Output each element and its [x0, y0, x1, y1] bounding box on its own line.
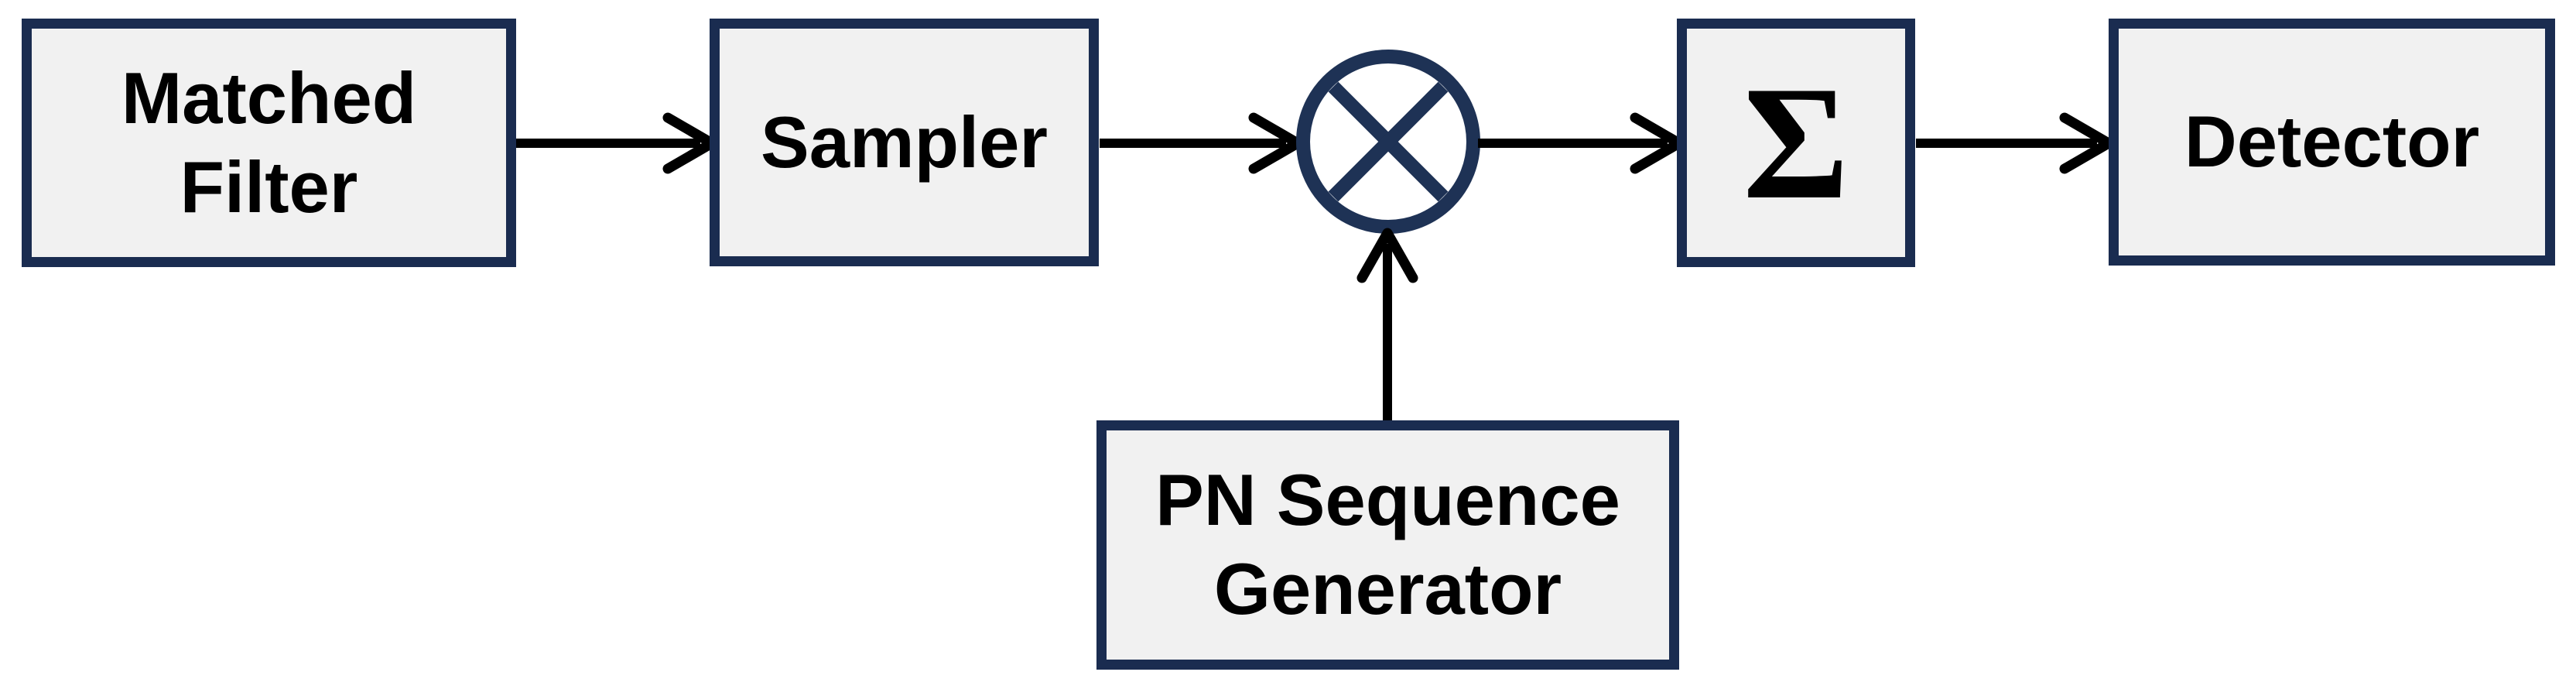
multiplier-node: [1296, 50, 1480, 234]
block-sampler-label: Sampler: [761, 101, 1048, 183]
arrow-sampler-to-multiplier: [1100, 112, 1303, 174]
arrow-summation-to-detector: [1916, 112, 2114, 174]
block-sampler: Sampler: [710, 19, 1099, 266]
multiplier-cross-line: [1328, 81, 1449, 202]
block-detector-label: Detector: [2184, 101, 2480, 183]
block-summation: Σ: [1677, 19, 1915, 267]
block-detector: Detector: [2109, 19, 2555, 266]
block-matched-filter-label: Matched Filter: [121, 57, 417, 228]
block-matched-filter: Matched Filter: [22, 19, 516, 267]
sigma-symbol: Σ: [1743, 53, 1849, 233]
arrow-matched-filter-to-sampler: [511, 112, 717, 174]
block-pn-sequence-generator: PN Sequence Generator: [1096, 420, 1679, 670]
arrow-pn-generator-to-multiplier: [1356, 228, 1418, 420]
arrow-multiplier-to-summation: [1478, 112, 1685, 174]
block-pn-sequence-generator-label: PN Sequence Generator: [1155, 459, 1620, 629]
